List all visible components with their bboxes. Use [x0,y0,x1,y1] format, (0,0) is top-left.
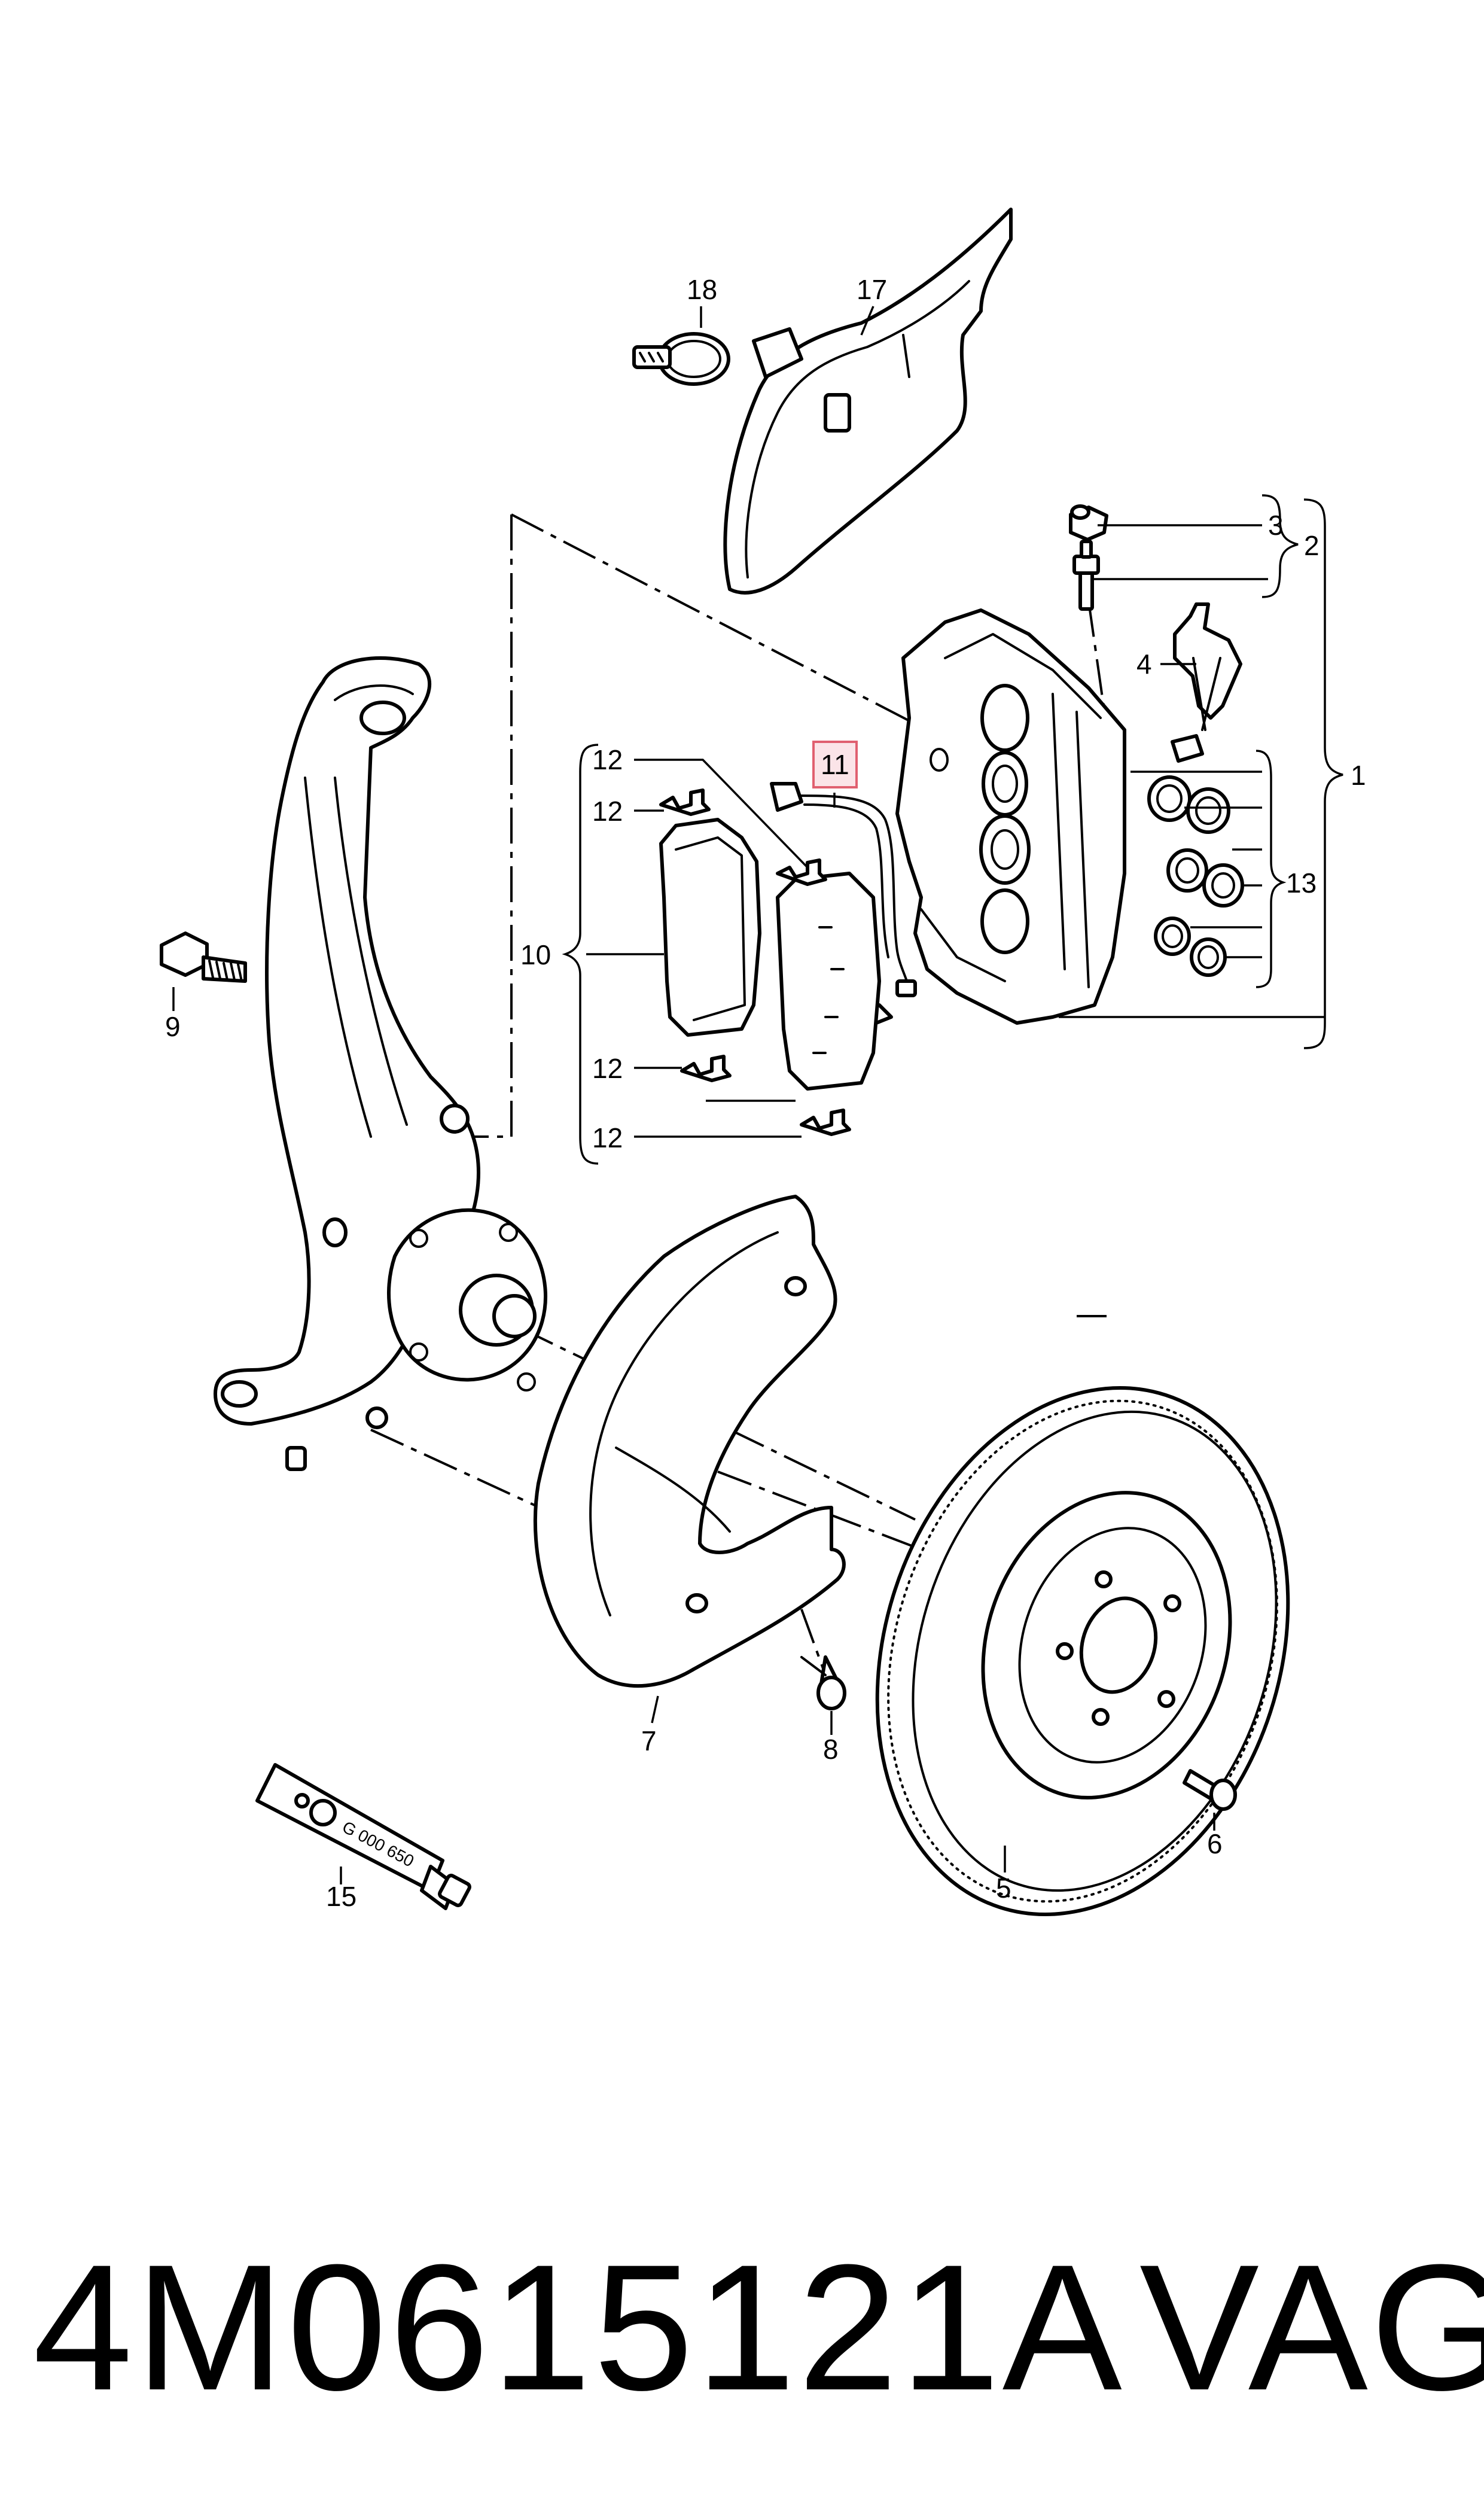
label-6: 6 [1207,1828,1223,1859]
leader-lines [172,306,1343,1884]
part-17-heat-shield [723,208,1013,595]
label-13: 13 [1286,867,1317,899]
label-12-a: 12 [592,744,623,775]
label-8: 8 [823,1734,839,1765]
part-4-spring-clip [1171,602,1242,763]
part-3-bleeder-cap [1069,504,1108,541]
part-6-disc-screw [1183,1769,1237,1811]
part-7-splash-shield [533,1195,846,1688]
label-5: 5 [996,1872,1011,1904]
part-5-brake-disc [875,1386,1290,1916]
part-9-bolt [160,931,247,983]
label-1: 1 [1351,760,1366,791]
highlight-box-11 [812,741,858,788]
label-12-d: 12 [592,1122,623,1153]
callout-labels: 18 17 3 2 4 1 11 12 12 13 10 12 12 9 7 8… [165,274,1366,1912]
label-4: 4 [1136,648,1152,680]
part-10-brake-pads [659,818,881,1091]
part-2-bleeder-screw [1072,540,1100,611]
part-13-piston-seals [1147,775,1244,977]
part-number: 4M0615121A [33,2227,1125,2428]
label-17: 17 [857,274,887,305]
label-11: 11 [821,749,849,780]
label-2: 2 [1304,530,1320,561]
label-3: 3 [1268,510,1284,541]
steering-knuckle [214,656,547,1471]
label-12-c: 12 [592,1053,623,1084]
label-9: 9 [165,1011,181,1042]
part-18-cable-tie [632,332,730,386]
label-10: 10 [520,939,551,970]
label-15: 15 [326,1881,356,1912]
label-7: 7 [641,1725,657,1756]
brand-name: VAG [1139,2227,1484,2428]
part-1-brake-caliper [895,608,1126,1025]
label-18: 18 [687,274,717,305]
part-8-bolt [800,1655,846,1710]
part-12-pad-springs [659,788,851,1136]
exploded-brake-diagram: G 000 650 18 17 3 2 4 1 1 [160,208,1366,1916]
label-12-b: 12 [592,796,623,827]
part-15-grease-tube: G 000 650 [255,1763,471,1910]
